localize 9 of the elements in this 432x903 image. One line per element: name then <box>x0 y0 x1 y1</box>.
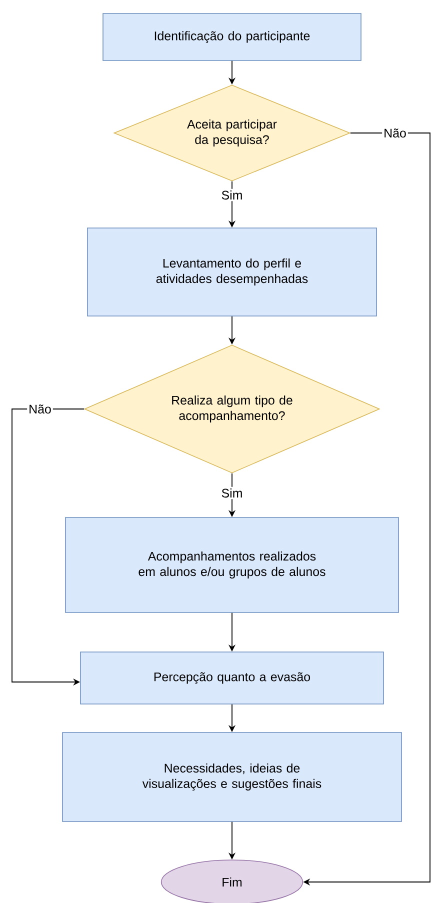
edge-label: Não <box>382 126 408 140</box>
process-box: Acompanhamentos realizados em alunos e/ou grupos de alunos <box>65 517 399 613</box>
edge-label: Sim <box>220 486 244 500</box>
edge-label: Não <box>27 402 53 416</box>
process-box: Identificação do participante <box>102 13 362 61</box>
edge-label: Sim <box>220 188 244 202</box>
process-box: Percepção quanto a evasão <box>80 652 384 704</box>
process-box: Necessidades, ideias de visualizações e sugestões finais <box>62 732 402 822</box>
process-box: Levantamento do perfil e atividades desempenhadas <box>87 228 377 316</box>
